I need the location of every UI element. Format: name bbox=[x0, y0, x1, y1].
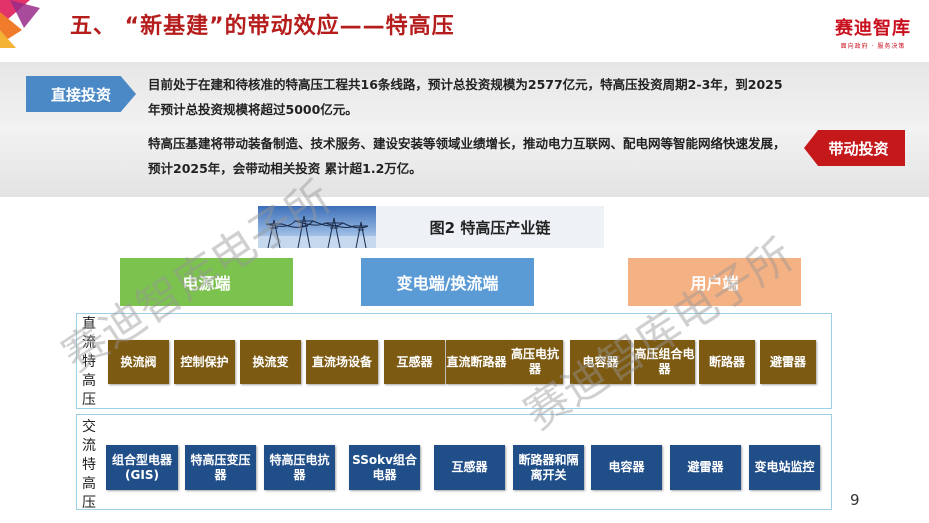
ac-item: 组合型电器(GIS) bbox=[106, 445, 178, 490]
dc-item: 避雷器 bbox=[760, 340, 816, 384]
ac-item: 特高压电抗器 bbox=[264, 445, 335, 490]
power-tower-image bbox=[258, 206, 376, 248]
dc-item: 换流变 bbox=[240, 340, 301, 384]
dc-item: 高压组合电器 bbox=[634, 340, 695, 384]
dc-item: 直流断路器 bbox=[446, 340, 507, 384]
dc-section-label: 直流特高压 bbox=[82, 316, 96, 408]
dc-item: 换流阀 bbox=[108, 340, 169, 384]
dc-item: 直流场设备 bbox=[306, 340, 378, 384]
logo: 赛迪智库 面向政府 · 服务决策 bbox=[835, 14, 911, 50]
ac-item: 避雷器 bbox=[670, 445, 741, 490]
intro-paragraph-2: 特高压基建将带动装备制造、技术服务、建设安装等领域业绩增长，推动电力互联网、配电… bbox=[148, 136, 786, 176]
ac-item: 互感器 bbox=[434, 445, 505, 490]
driven-investment-tag: 带动投资 bbox=[804, 130, 905, 166]
dc-item: 控制保护 bbox=[174, 340, 235, 384]
ac-item: 特高压变压器 bbox=[185, 445, 256, 490]
dc-item: 断路器 bbox=[699, 340, 755, 384]
category-substation-end: 变电端/换流端 bbox=[361, 258, 534, 306]
corner-decoration bbox=[0, 0, 40, 48]
page-number: 9 bbox=[850, 491, 860, 509]
page-title: 五、 “新基建”的带动效应——特高压 bbox=[70, 14, 455, 39]
intro-band bbox=[0, 62, 929, 197]
ac-item: 电容器 bbox=[591, 445, 662, 490]
ac-section-label: 交流特高压 bbox=[82, 419, 96, 511]
ac-item: 变电站监控 bbox=[749, 445, 820, 490]
logo-main-text: 赛迪智库 bbox=[835, 18, 911, 39]
ac-item: SSokv组合电器 bbox=[349, 445, 420, 490]
logo-sub-text: 面向政府 · 服务决策 bbox=[840, 43, 906, 50]
category-user-end: 用户端 bbox=[628, 258, 801, 306]
dc-item: 电容器 bbox=[570, 340, 631, 384]
intro-paragraph-1: 目前处于在建和待核准的特高压工程共16条线路，预计总投资规模为2577亿元，特高… bbox=[148, 77, 783, 117]
category-power-end: 电源端 bbox=[120, 258, 293, 306]
ac-item: 断路器和隔离开关 bbox=[513, 445, 584, 490]
figure-title: 图2 特高压产业链 bbox=[429, 218, 551, 237]
dc-item: 高压电抗器 bbox=[507, 340, 563, 384]
direct-investment-tag: 直接投资 bbox=[26, 76, 136, 112]
dc-item: 互感器 bbox=[384, 340, 445, 384]
